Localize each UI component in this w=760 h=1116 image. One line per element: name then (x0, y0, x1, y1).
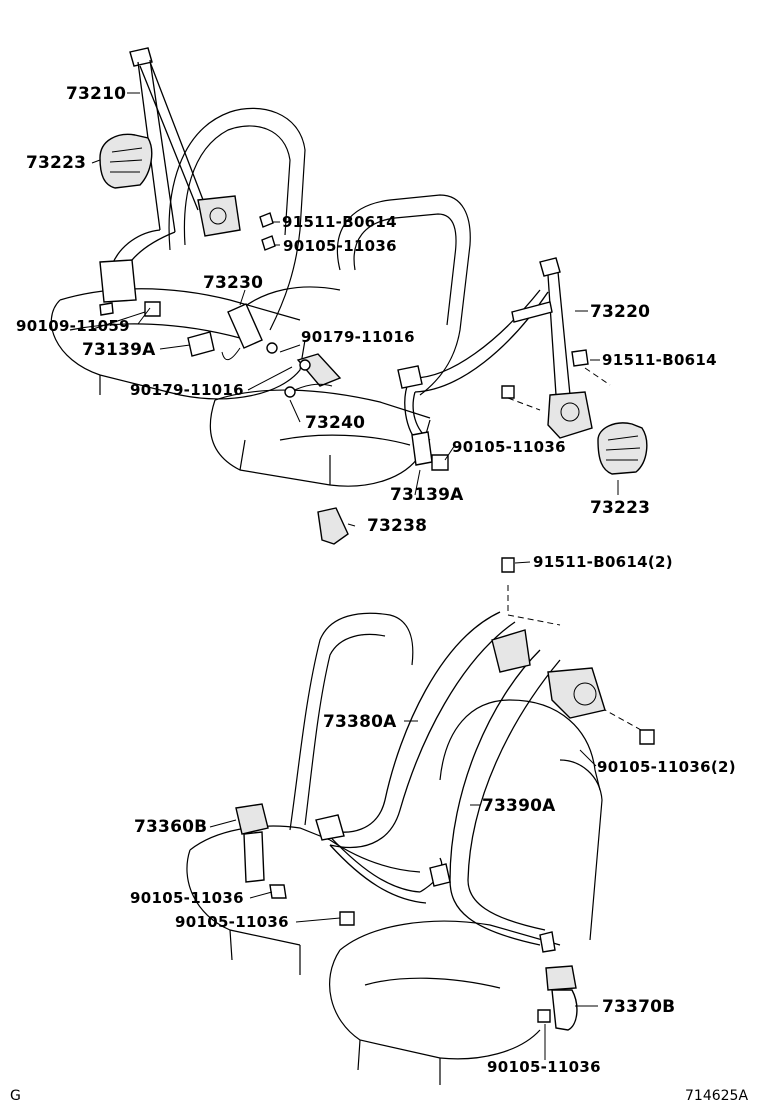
label-73230: 73230 (203, 273, 263, 293)
label-73380a: 73380A (323, 712, 397, 732)
rear-retractor-2 (547, 667, 606, 719)
leader-lines (89, 92, 619, 1060)
label-73223-left: 73223 (26, 153, 86, 173)
label-73139a-right: 73139A (390, 485, 464, 505)
retractor-right (547, 391, 593, 439)
front-right-seat (209, 194, 471, 487)
label-90109-11059: 90109-11059 (16, 317, 130, 335)
label-90105-11036-2: 90105-11036(2) (597, 758, 736, 776)
front-left-seat (50, 107, 306, 400)
label-73223-right: 73223 (590, 498, 650, 518)
center-buckle-73240 (284, 353, 342, 398)
front-right-belt-assembly (397, 257, 648, 475)
label-91511-b0614-2: 91511-B0614(2) (533, 553, 673, 571)
label-73360b: 73360B (134, 817, 207, 837)
label-73238: 73238 (367, 516, 427, 536)
illustration-number: 714625A (685, 1088, 748, 1104)
label-90105-11036-mid: 90105-11036 (452, 438, 566, 456)
label-90179-11016-right: 90179-11016 (301, 328, 415, 346)
label-90105-11036-top: 90105-11036 (283, 237, 397, 255)
rear-belt-assembly (235, 557, 655, 1031)
upper-anchor-right (539, 257, 561, 277)
part-73238 (317, 507, 349, 545)
cover-73139a-left (187, 331, 215, 357)
label-73370b: 73370B (602, 997, 675, 1017)
lower-anchor-left (99, 259, 137, 303)
part-labels: 73210 73223 91511-B0614 90105-11036 7323… (16, 84, 736, 1076)
rear-retractor-1 (491, 629, 531, 673)
buckle-73230 (227, 303, 263, 349)
label-90105-11036-rear2: 90105-11036 (175, 913, 289, 931)
rear-seats (186, 612, 603, 1085)
label-90105-11036-rear1: 90105-11036 (130, 889, 244, 907)
front-left-belt-assembly (99, 47, 278, 361)
label-73210: 73210 (66, 84, 126, 104)
upper-anchor (129, 47, 153, 67)
belt-guide-73223-right (597, 422, 648, 475)
label-73240: 73240 (305, 413, 365, 433)
corner-code-left: G (10, 1088, 21, 1104)
label-91511-b0614-right: 91511-B0614 (602, 351, 717, 369)
label-73139a-left: 73139A (82, 340, 156, 360)
label-90105-11036-bottom: 90105-11036 (487, 1058, 601, 1076)
label-90179-11016-left: 90179-11016 (130, 381, 244, 399)
label-73220: 73220 (590, 302, 650, 322)
retractor-left (197, 195, 241, 237)
cover-73139a-right (411, 431, 433, 466)
label-91511-b0614-top: 91511-B0614 (282, 213, 397, 231)
buckle-73360b (235, 803, 269, 835)
buckle-73370b (545, 965, 577, 991)
label-73390a: 73390A (482, 796, 556, 816)
